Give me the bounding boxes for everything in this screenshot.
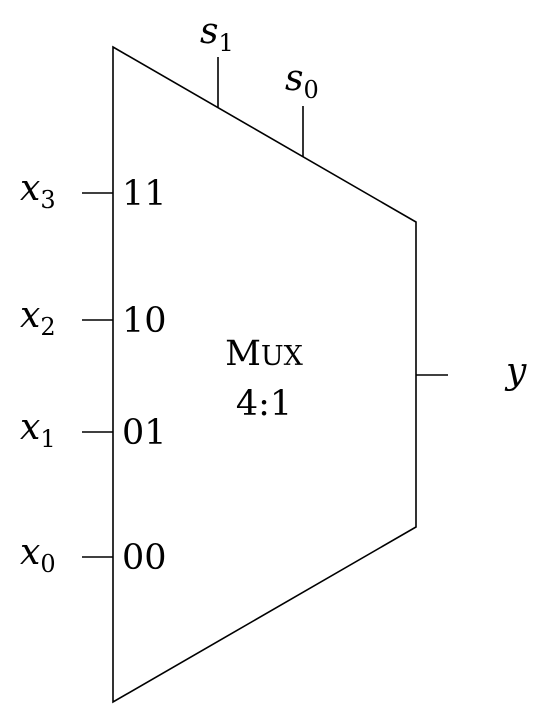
select-label-s0: s0 — [285, 58, 319, 104]
input-label-x0: x0 — [20, 532, 56, 578]
input-code-01: 01 — [122, 413, 167, 453]
input-label-x3: x3 — [20, 168, 56, 214]
mux-title-rest: UX — [261, 341, 304, 372]
mux-title-first: M — [225, 334, 261, 374]
input-code-11: 11 — [122, 174, 167, 214]
select-label-s1: s1 — [200, 11, 234, 57]
output-label-y: y — [504, 351, 527, 392]
input-code-10: 10 — [122, 301, 167, 341]
input-label-x1: x1 — [20, 407, 56, 453]
input-code-00: 00 — [122, 538, 167, 578]
mux-ratio: 4:1 — [236, 384, 292, 424]
mux-title: MUX — [225, 334, 304, 374]
mux-body — [112, 45, 417, 704]
input-label-x2: x2 — [20, 295, 56, 341]
